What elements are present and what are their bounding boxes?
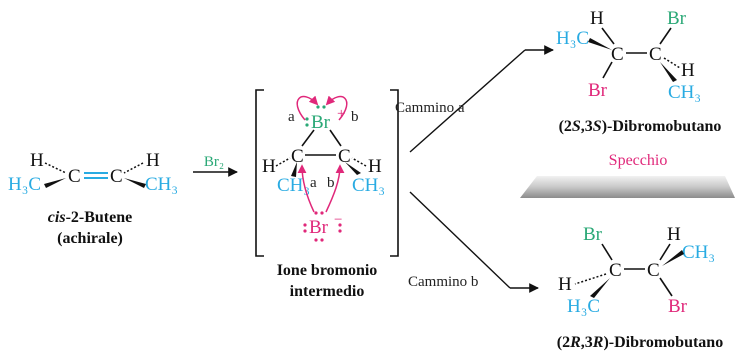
pa-br-bottom: Br (588, 80, 608, 101)
lone-pair-dot (305, 123, 309, 127)
reactant-ch3: CH₃ (145, 174, 178, 195)
curved-arrow-a-bottom (297, 164, 315, 213)
mirror: Specchio (520, 152, 735, 198)
pa-c-br-bond (602, 61, 613, 79)
product-b-caption: (2R,3R)-Dibromobutano (557, 334, 723, 351)
pb-wedge-ch3 (662, 250, 684, 266)
pb-br-bottom: Br (668, 296, 688, 317)
mirror-plane (520, 176, 735, 198)
hash-bond-left (44, 162, 67, 174)
pa-c-right: C (649, 44, 662, 65)
pa-c-left: C (611, 44, 624, 65)
pa-ch3: CH₃ (668, 82, 701, 103)
pb-br-top: Br (583, 224, 603, 245)
path-label-b-top: b (351, 109, 359, 125)
pb-c-h-bond (659, 243, 671, 261)
bromonium-br: Br (311, 112, 331, 133)
mirror-label: Specchio (609, 152, 668, 169)
pb-hash-h (574, 273, 607, 285)
pa-wedge-h3c (588, 38, 612, 50)
pa-h3c: H₃C (556, 28, 589, 49)
product-a-caption: (2S,3S)-Dibromobutano (559, 118, 722, 135)
lone-pair-dot (338, 229, 342, 233)
reactant-h3c: H₃C (8, 174, 41, 195)
ion-c-right: C (338, 146, 351, 167)
reactant-h-right: H (146, 150, 160, 171)
reactant-h-left: H (30, 150, 44, 171)
bracket-left (255, 89, 264, 257)
reactant-cis-2-butene: H H₃C C C H CH₃ cis-2-Butene (achirale) (8, 150, 178, 247)
lone-pair-dot (316, 105, 320, 109)
lone-pair-dot (303, 229, 307, 233)
product-2r3r: Br H CH₃ H C C H₃C Br (2R,3R)-Dibromobut… (557, 224, 723, 351)
pb-h3c: H₃C (567, 296, 600, 317)
ion-hash-right (351, 157, 367, 167)
lone-pair-dot (320, 211, 324, 215)
path-a-label: Cammino a (395, 100, 465, 116)
pb-c-br-bottom-bond (659, 277, 673, 297)
pa-h-right: H (681, 60, 695, 81)
reactant-name: cis-2-Butene (48, 209, 132, 226)
ion-c-br-bond-right (329, 129, 342, 147)
intermediate-caption-2: intermedio (290, 283, 365, 300)
ion-wedge-left (291, 162, 297, 177)
pb-ch3: CH₃ (682, 242, 715, 263)
bromonium-charge: + (337, 106, 345, 122)
pa-hash-h (663, 57, 681, 69)
ion-ch3-left: CH₃ (277, 175, 310, 196)
path-a-diagonal (409, 49, 526, 153)
lone-pair-dot (320, 238, 324, 242)
reactant-c-right: C (110, 166, 123, 187)
reagent-label: Br₂ (204, 154, 224, 170)
bracket-right (390, 89, 399, 257)
curved-arrow-b-bottom (325, 164, 345, 213)
bromonium-intermediate: Br + C C H H CH₃ CH₃ a b Br − (255, 89, 399, 300)
lone-pair-dot (303, 223, 307, 227)
path-b-label: Cammino b (408, 274, 478, 290)
reactant-note: (achirale) (57, 230, 123, 247)
ion-h-right: H (368, 156, 382, 177)
ion-c-left: C (291, 146, 304, 167)
ion-h-left: H (262, 156, 276, 177)
path-label-a-top: a (288, 109, 295, 125)
path-label-b-bottom: b (327, 175, 335, 191)
lone-pair-dot (322, 105, 326, 109)
pb-c-left: C (609, 260, 622, 281)
wedge-left (44, 178, 66, 188)
hash-bond-right (123, 162, 144, 174)
wedge-right (124, 178, 146, 188)
ion-wedge-right (345, 162, 361, 175)
curved-arrow-b-top (325, 95, 348, 121)
pb-wedge-h3c (590, 278, 610, 298)
lone-pair-dot (314, 238, 318, 242)
pa-br-top: Br (667, 8, 687, 29)
curved-arrow-a-top (296, 95, 319, 121)
ion-hash-left (275, 157, 291, 167)
intermediate-caption-1: Ione bromonio (277, 262, 378, 279)
reagent-arrow: Br₂ (193, 154, 238, 177)
ion-ch3-right: CH₃ (352, 175, 385, 196)
pa-c-br-top-bond (659, 27, 672, 45)
path-label-a-bottom: a (310, 175, 317, 191)
ion-c-br-bond-left (301, 129, 315, 147)
lone-pair-dot (305, 117, 309, 121)
path-b-diagonal (409, 191, 511, 289)
pb-h-left: H (558, 274, 572, 295)
bromide-charge: − (334, 212, 342, 228)
pb-h-top: H (667, 224, 681, 245)
reactant-c-left: C (68, 166, 81, 187)
pathway-arrows: Cammino a Cammino b (395, 45, 554, 293)
product-2s3s: H Br H₃C C C Br H CH₃ (2S,3S)-Dibromobut… (556, 8, 721, 135)
pb-c-right: C (647, 260, 660, 281)
pb-c-br-bond (601, 243, 613, 261)
pa-wedge-ch3 (660, 62, 677, 82)
pa-h-top: H (590, 8, 604, 29)
pa-c-h-bond (601, 27, 615, 45)
lone-pair-dot (314, 211, 318, 215)
lone-pair-dot (338, 223, 342, 227)
bromide-br: Br (309, 217, 329, 238)
